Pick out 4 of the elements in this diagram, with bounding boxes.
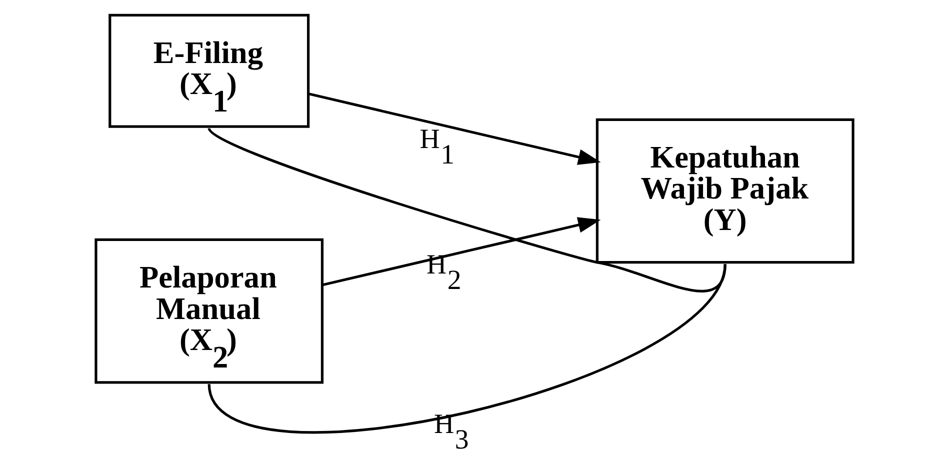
connector bbox=[208, 127, 726, 292]
node-box: Kepatuhan Wajib Pajak (Y) bbox=[596, 118, 854, 264]
arrow bbox=[308, 92, 601, 165]
arrow bbox=[322, 217, 601, 286]
